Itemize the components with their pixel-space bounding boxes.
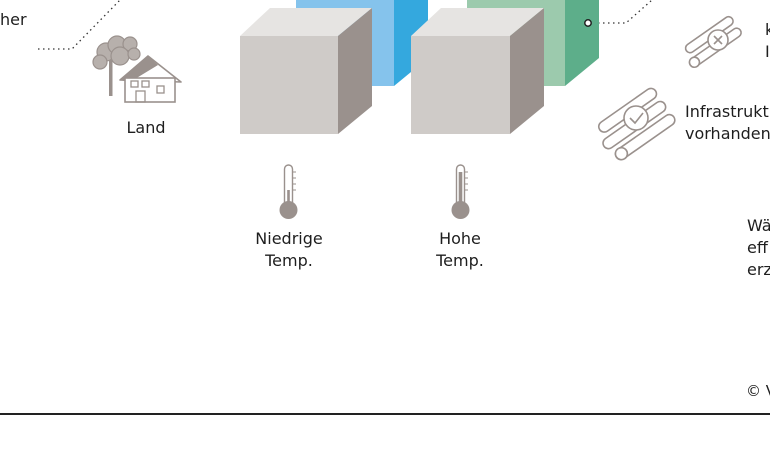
land-label: Land xyxy=(126,118,166,137)
dotted-connector-left xyxy=(38,0,121,50)
right-top-label: k I xyxy=(765,19,770,63)
copyright-label: © V xyxy=(746,382,770,400)
cube-high-temp xyxy=(411,8,544,134)
right-mid-line2: eff xyxy=(747,238,768,257)
low-temp-line2: Temp. xyxy=(265,251,313,270)
pipes-cross-icon xyxy=(684,15,742,69)
right-mid-line1: Wä xyxy=(747,216,770,235)
right-top-line1: k xyxy=(765,20,770,39)
infra-line2: vorhanden xyxy=(685,124,770,143)
footer-divider xyxy=(0,413,770,415)
low-temp-line1: Niedrige xyxy=(255,229,323,248)
house-with-tree-icon xyxy=(92,35,182,103)
high-temp-line2: Temp. xyxy=(436,251,484,270)
cube-low-temp xyxy=(240,8,372,134)
infra-line1: Infrastrukt xyxy=(685,102,769,121)
high-temp-line1: Hohe xyxy=(439,229,481,248)
low-temp-label: Niedrige Temp. xyxy=(239,228,339,272)
edge-label-top-left: her xyxy=(0,10,27,29)
connector-dot xyxy=(584,19,592,27)
right-mid-line3: erz xyxy=(747,260,770,279)
thermometer-high-icon xyxy=(451,164,470,219)
high-temp-label: Hohe Temp. xyxy=(410,228,510,272)
pipes-check-icon xyxy=(597,87,676,161)
right-top-line2: I xyxy=(765,42,770,61)
infrastructure-label: Infrastrukt vorhanden xyxy=(685,101,770,145)
right-mid-label: Wä eff erz xyxy=(747,215,770,281)
dotted-connector-right xyxy=(593,0,653,24)
thermometer-low-icon xyxy=(279,164,298,219)
